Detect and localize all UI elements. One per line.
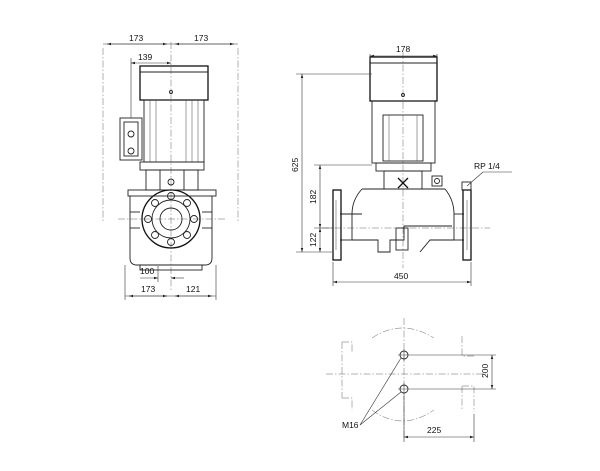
- bolt-hole-upper: [398, 349, 410, 361]
- side-motor: [369, 56, 438, 172]
- front-dim-top-right: 173: [194, 33, 208, 43]
- bolt-hole-lower: [398, 383, 410, 395]
- foot-dims: 200 225 M16: [342, 354, 496, 442]
- coupling-housing: [127, 169, 217, 197]
- foot-label-bolt-size: M16: [342, 420, 359, 430]
- foot-dim-bolt-offset: 225: [427, 425, 441, 435]
- side-dim-motor-width: 178: [396, 44, 410, 54]
- terminal-box: [119, 117, 143, 161]
- side-coupling: [383, 170, 443, 190]
- front-dim-top-left: 173: [129, 33, 143, 43]
- front-dims: 173 173 139 100 173 121: [103, 33, 238, 300]
- foot-plan-view: 200 225 M16: [326, 318, 496, 442]
- side-dim-pipe-to-head: 182: [308, 190, 318, 204]
- foot-dim-bolt-spacing: 200: [480, 364, 490, 378]
- side-dims: 178 625 182 122 450 RP 1/4: [290, 44, 512, 286]
- front-view: 173 173 139 100 173 121: [102, 33, 239, 300]
- side-dim-port-to-port: 450: [394, 271, 408, 281]
- side-dim-pipe-height: 122: [308, 233, 318, 247]
- motor: [139, 65, 209, 171]
- side-view: 178 625 182 122 450 RP 1/4: [290, 44, 512, 286]
- inlet-flange: [141, 189, 201, 249]
- front-dim-inlet-offset: 100: [140, 266, 154, 276]
- front-dim-bottom-right: 121: [186, 284, 200, 294]
- front-dim-bottom-left: 173: [141, 284, 155, 294]
- side-label-pressure-port: RP 1/4: [474, 161, 500, 171]
- side-pump-body: [340, 188, 464, 253]
- side-dim-total-height: 625: [290, 158, 300, 172]
- front-dim-motor-offset: 139: [138, 52, 152, 62]
- side-flange-right: [461, 181, 472, 261]
- side-flange-left: [332, 189, 342, 261]
